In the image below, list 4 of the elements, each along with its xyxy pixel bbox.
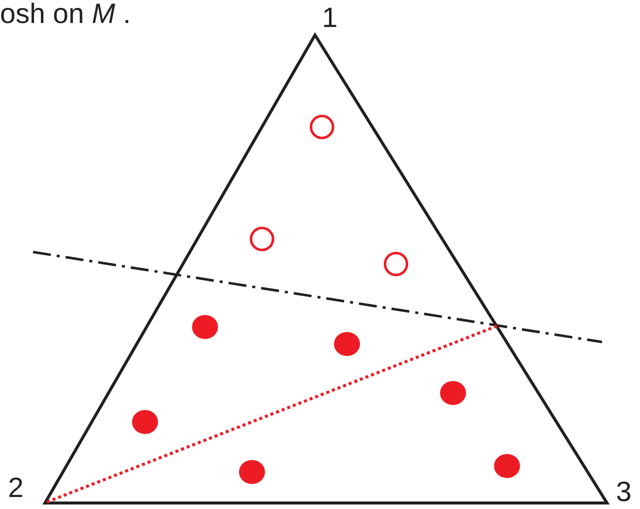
vertex-label: 3 xyxy=(616,478,632,506)
vertex-label: 1 xyxy=(322,4,338,32)
vertex-label: 2 xyxy=(8,474,24,502)
note-text: osh on M . xyxy=(0,0,131,28)
